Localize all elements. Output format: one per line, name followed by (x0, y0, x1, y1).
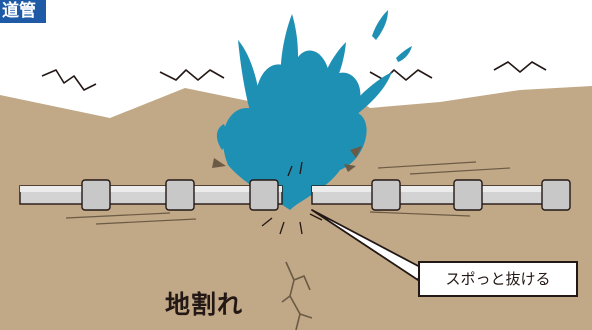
callout-box: スポっと抜ける (418, 261, 578, 297)
left-pipe (19, 179, 283, 211)
section-tag: 道管 (0, 0, 46, 23)
ground-fissure-icon (281, 261, 313, 330)
impact-lines (261, 161, 323, 235)
right-pipe (311, 179, 571, 211)
ground-crack-label: 地割れ (165, 290, 244, 319)
dirt-splash (212, 146, 362, 172)
water-burst (216, 10, 412, 211)
